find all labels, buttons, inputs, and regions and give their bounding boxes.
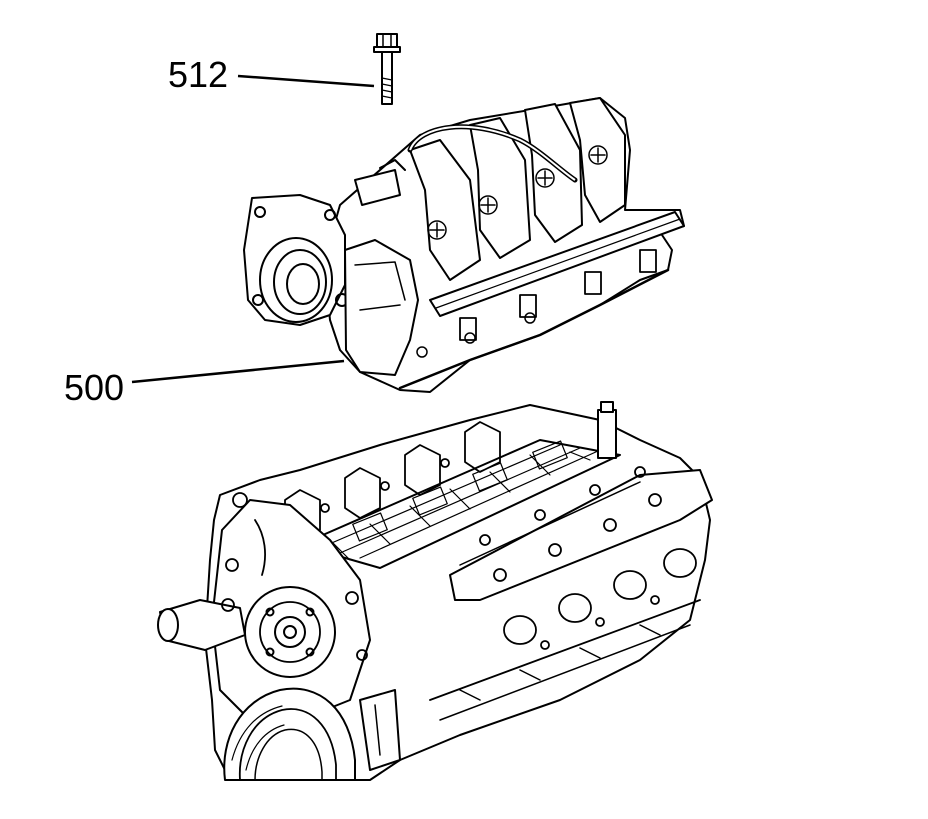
- engine-block: [157, 401, 713, 781]
- callout-label-500: 500: [64, 367, 125, 408]
- leader-line-500: [131, 359, 345, 384]
- callout-label-512: 512: [168, 54, 229, 95]
- bolt-512: [373, 33, 401, 105]
- leader-line-512: [237, 74, 375, 88]
- intake-manifold-500: [243, 97, 685, 393]
